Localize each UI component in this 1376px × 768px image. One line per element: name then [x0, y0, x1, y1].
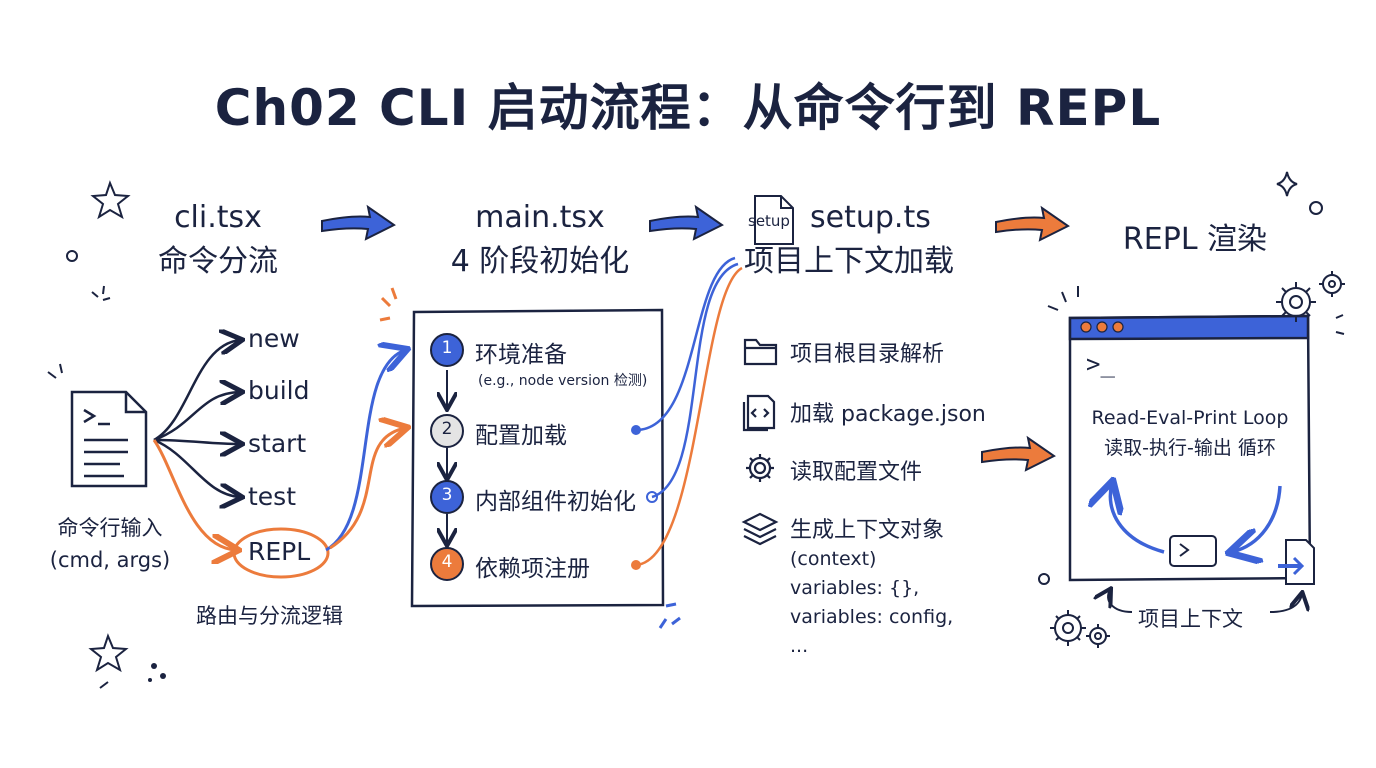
stage-arrow-2: [649, 204, 724, 241]
command-input-label: 命令行输入 (cmd, args): [40, 512, 180, 576]
export-file-icon: [1278, 539, 1315, 585]
dot-doodle: [1038, 573, 1050, 585]
repl-loop-text: Read-Eval-Print Loop 读取-执行-输出 循环: [1080, 403, 1300, 463]
main-title-desc: 4 阶段初始化: [450, 244, 630, 279]
step-circle-4: [430, 547, 464, 581]
connector-dot: [631, 425, 641, 435]
main-title-file: main.tsx: [475, 200, 605, 235]
gear-icon: [746, 454, 774, 482]
accent-ticks-doodle: [379, 287, 681, 629]
loop-arrow-left: [1110, 484, 1165, 554]
setup-stage-title: setup.ts 项目上下文加载: [744, 196, 994, 284]
dot-doodle: [160, 673, 166, 679]
folder-icon: [743, 338, 778, 366]
command-file-icon: [70, 390, 148, 488]
step-label-3: 内部组件初始化: [475, 489, 636, 515]
step-note-1: (e.g., node version 检测): [478, 373, 648, 389]
repl-window: [1068, 314, 1312, 582]
stage-arrow-1: [321, 204, 396, 241]
loop-arrow-right: [1232, 485, 1282, 552]
route-start: start: [248, 429, 307, 458]
setup-item-context: 生成上下文对象: [790, 518, 945, 543]
step-label-2: 配置加载: [475, 423, 567, 449]
route-build: build: [248, 376, 310, 405]
spark-lines-doodle: [47, 285, 1345, 689]
setup-title-file: setup.ts: [810, 200, 931, 235]
step-label-4: 依赖项注册: [475, 556, 590, 582]
stage-arrow-3: [995, 205, 1070, 242]
step-circle-2: [430, 414, 464, 448]
route-arrows: [153, 340, 240, 497]
context-line: (context): [790, 548, 877, 570]
terminal-icon: [1169, 535, 1217, 567]
setup-item-package: 加载 package.json: [790, 402, 986, 427]
star-doodle-icon: [88, 633, 129, 673]
setup-file-icon: [754, 195, 794, 245]
dot-doodle: [66, 250, 78, 262]
connector-dot: [631, 560, 641, 570]
route-new: new: [248, 324, 300, 353]
repl-input-arrow: [981, 435, 1056, 472]
connector-dot: [646, 491, 658, 503]
connector-step4-to-setup: [635, 266, 743, 567]
setup-icon-label: setup: [748, 212, 790, 230]
setup-item-root: 项目根目录解析: [790, 342, 945, 367]
repl-context-caption: 项目上下文: [1138, 607, 1243, 631]
main-stage-title: main.tsx 4 阶段初始化: [420, 196, 660, 284]
context-arrow-right: [1269, 594, 1302, 613]
connector-step2-to-setup: [635, 256, 736, 432]
cli-stage-title: cli.tsx 命令分流: [118, 196, 318, 284]
repl-stage-title: REPL 渲染: [1122, 222, 1268, 257]
routing-caption: 路由与分流逻辑: [196, 604, 343, 628]
dot-doodle: [151, 663, 157, 669]
repl-loop-en: Read-Eval-Print Loop: [1091, 407, 1289, 429]
step-number-2: 2: [441, 419, 453, 439]
page-title: Ch02 CLI 启动流程：从命令行到 REPL: [214, 79, 1162, 137]
route-test: test: [248, 482, 297, 511]
step-circle-1: [430, 333, 464, 367]
context-line: variables: config,: [790, 606, 954, 628]
step-number-1: 1: [441, 338, 453, 358]
cli-title-desc: 命令分流: [158, 244, 278, 279]
connector-repl-to-step1: [325, 350, 405, 552]
connector-repl-to-step2: [329, 428, 405, 550]
gears-doodle-icon: [1050, 271, 1345, 648]
repl-prompt: >_: [1086, 350, 1115, 378]
setup-item-config: 读取配置文件: [790, 460, 923, 485]
layers-icon: [741, 512, 779, 546]
context-line: ...: [790, 635, 809, 657]
sparkle-doodle-icon: [1276, 171, 1298, 197]
command-input-title: 命令行输入: [57, 516, 163, 540]
step-label-1: 环境准备: [475, 342, 567, 368]
dot-doodle: [148, 678, 152, 682]
cli-title-file: cli.tsx: [174, 200, 262, 235]
dot-doodle: [1309, 201, 1323, 215]
code-file-icon: [742, 394, 776, 432]
route-repl: REPL: [248, 537, 311, 566]
repl-loop-zh: 读取-执行-输出 循环: [1104, 437, 1276, 459]
context-arrow-left: [1108, 590, 1133, 613]
route-arrow-repl: [152, 439, 236, 550]
main-init-box: [410, 308, 665, 608]
context-object-lines: (context) variables: {}, variables: conf…: [790, 545, 953, 661]
connector-step3-to-setup: [651, 262, 739, 499]
step-number-3: 3: [441, 485, 453, 505]
star-doodle-icon: [90, 180, 131, 220]
setup-title-desc: 项目上下文加载: [744, 244, 954, 279]
context-line: variables: {},: [790, 577, 920, 599]
command-input-args: (cmd, args): [49, 548, 171, 572]
repl-route-highlight: [232, 527, 330, 579]
step-circle-3: [430, 480, 464, 514]
step-number-4: 4: [441, 552, 453, 572]
